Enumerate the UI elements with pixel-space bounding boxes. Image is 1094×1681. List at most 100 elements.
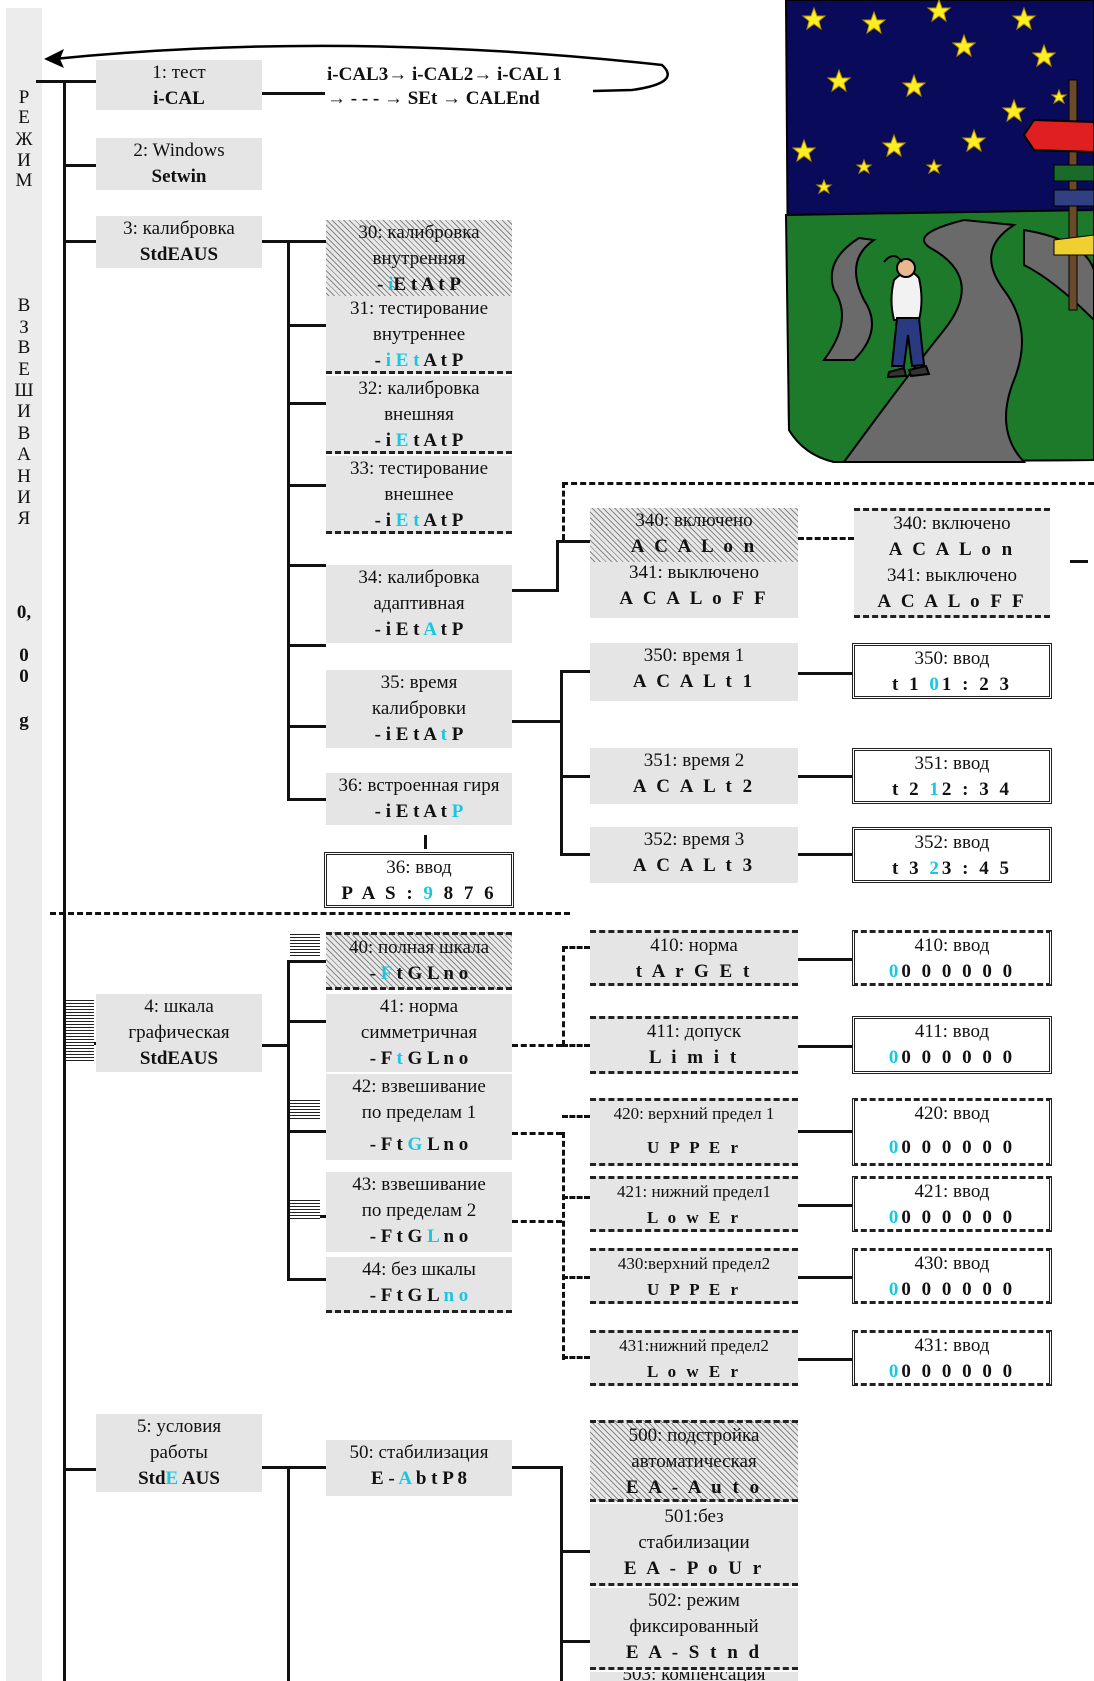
code-highlight: L — [427, 1226, 439, 1247]
input-label: 350: ввод — [914, 648, 990, 669]
limit-431-lower-2[interactable]: 431:нижний предел2 L o w E r — [590, 1330, 798, 1386]
menu-label: 1: тест — [152, 62, 206, 83]
cal-label: 32: калибровка — [358, 378, 480, 399]
code-part: 3 : 4 5 — [941, 858, 1012, 879]
stab-50[interactable]: 50: стабилизация E - A b t P 8 — [326, 1440, 512, 1496]
time-350-input[interactable]: 350: ввод t 1 01 : 2 3 — [852, 643, 1052, 699]
cycle-sequence-line2: → - - - → SEt → CALEnd — [327, 88, 540, 109]
limit-code: L i m i t — [648, 1047, 740, 1068]
limit-430-input[interactable]: 430: ввод 00 0 0 0 0 0 — [852, 1248, 1052, 1304]
menu-5-operating-conditions[interactable]: 5: условия работы StdE AUS — [96, 1414, 262, 1492]
cal-label: 33: тестирование — [349, 458, 489, 479]
scale-43-limits-2[interactable]: 43: взвешивание по пределам 2 - F t G L … — [326, 1172, 512, 1252]
cal-30-internal[interactable]: 30: калибровка внутренняя - iE t A t P — [326, 220, 512, 298]
connector — [560, 1550, 590, 1553]
cal-32-external[interactable]: 32: калибровка внешняя - i E t A t P — [326, 376, 512, 454]
code-part: 0 0 0 0 0 0 — [901, 1207, 1016, 1228]
input-value: 00 0 0 0 0 0 — [855, 1205, 1049, 1231]
cal-36-builtin-weight[interactable]: 36: встроенная гиря - i E t A t P — [326, 773, 512, 825]
time-352-input[interactable]: 352: ввод t 3 23 : 4 5 — [852, 827, 1052, 883]
connector — [424, 835, 427, 849]
cal-35-time[interactable]: 35: время калибровки - i E t A t P — [326, 670, 512, 748]
dashed-connector — [562, 946, 565, 1046]
acal-on-label: 340: включено — [635, 510, 753, 531]
limit-430-upper-2[interactable]: 430:верхний предел2 U P P E r — [590, 1248, 798, 1304]
code-part: - F t G L — [369, 1285, 444, 1306]
code-part: - F — [369, 1048, 397, 1069]
limit-code: U P P E r — [646, 1138, 742, 1157]
code-highlight: P — [451, 801, 464, 822]
sidebar-letter: Ш — [14, 380, 34, 401]
code-part: - — [369, 963, 381, 984]
limit-code: U P P E r — [646, 1280, 742, 1299]
cal-33-external-test[interactable]: 33: тестирование внешнее - i E t A t P — [326, 456, 512, 534]
connector — [287, 798, 326, 801]
acal-off-code: A C A L o F F — [877, 591, 1027, 612]
limit-411-input[interactable]: 411: ввод 00 0 0 0 0 0 — [852, 1016, 1052, 1074]
cal-31-internal-test[interactable]: 31: тестирование внутреннее - i E t A t … — [326, 296, 512, 374]
acal-mode-selection[interactable]: 340: включено A C A L o n 341: выключено… — [854, 508, 1050, 618]
code-highlight: 0 — [888, 1361, 902, 1382]
menu-1-test[interactable]: 1: тест i-CAL — [96, 60, 262, 110]
time-350[interactable]: 350: время 1 A C A L t 1 — [590, 643, 798, 701]
connector — [287, 484, 326, 487]
dashed-connector — [562, 1115, 590, 1118]
code-highlight: 0 — [888, 1207, 902, 1228]
connector — [798, 1204, 854, 1207]
stripe-marker — [66, 1000, 94, 1062]
limit-421-input[interactable]: 421: ввод 00 0 0 0 0 0 — [852, 1176, 1052, 1232]
stab-label: 50: стабилизация — [349, 1442, 489, 1463]
limit-420-input[interactable]: 420: ввод 00 0 0 0 0 0 — [852, 1098, 1052, 1166]
limit-code: L o w E r — [646, 1208, 742, 1227]
menu-2-windows[interactable]: 2: Windows Setwin — [96, 138, 262, 190]
cal-label: калибровки — [371, 698, 467, 719]
limit-410-input[interactable]: 410: ввод 00 0 0 0 0 0 — [852, 930, 1052, 986]
connector — [556, 540, 590, 543]
input-value: 00 0 0 0 0 0 — [855, 1135, 1049, 1161]
scale-44-none[interactable]: 44: без шкалы - F t G L n o — [326, 1257, 512, 1313]
stab-option-label: 501:без — [664, 1506, 724, 1527]
limit-420-upper-1[interactable]: 420: верхний предел 1 U P P E r — [590, 1098, 798, 1166]
stab-501-none[interactable]: 501:без стабилизации E A - P o U r — [590, 1504, 798, 1586]
time-351[interactable]: 351: время 2 A C A L t 2 — [590, 748, 798, 804]
scale-41-symmetric[interactable]: 41: норма симметричная - F t G L n o — [326, 994, 512, 1072]
connector — [560, 775, 590, 778]
cal-label: 30: калибровка — [358, 222, 480, 243]
code-highlight: F — [380, 963, 392, 984]
limit-411-tolerance[interactable]: 411: допуск L i m i t — [590, 1016, 798, 1074]
menu-3-calibration[interactable]: 3: калибровка StdEAUS — [96, 216, 262, 268]
code-highlight: t — [396, 1048, 403, 1069]
scale-label: 42: взвешивание — [352, 1076, 486, 1097]
code-highlight: n o — [443, 1285, 469, 1306]
time-352[interactable]: 352: время 3 A C A L t 3 — [590, 827, 798, 883]
menu-code: i-CAL — [153, 88, 205, 109]
menu-4-graphic-scale[interactable]: 4: шкала графическая StdEAUS — [96, 994, 262, 1072]
code-part: t P — [435, 619, 464, 640]
dashed-connector — [562, 1276, 590, 1279]
code-part: t G L n o — [391, 963, 469, 984]
code-part: - — [374, 350, 386, 371]
pas-input[interactable]: 36: ввод P A S : 9 8 7 6 — [324, 852, 514, 908]
acal-mode-group[interactable]: 340: включено A C A L o n 341: выключено… — [590, 508, 798, 618]
time-351-input[interactable]: 351: ввод t 2 12 : 3 4 — [852, 748, 1052, 804]
limit-410-target[interactable]: 410: норма t A r G E t — [590, 930, 798, 986]
cal-34-adaptive[interactable]: 34: калибровка адаптивная - i E t A t P — [326, 565, 512, 643]
code-part: G L n o — [402, 1048, 469, 1069]
connector — [287, 960, 326, 963]
cal-label: адаптивная — [373, 593, 465, 614]
limit-421-lower-1[interactable]: 421: нижний предел1 L o w E r — [590, 1176, 798, 1232]
code-part: - i — [374, 510, 396, 531]
dashed-connector — [562, 1132, 565, 1360]
code-part: n o — [438, 1226, 469, 1247]
scale-40-full[interactable]: 40: полная шкала - F t G L n o — [326, 932, 512, 990]
stab-502-fixed[interactable]: 502: режим фиксированный E A - S t n d — [590, 1588, 798, 1670]
code-part: 0 0 0 0 0 0 — [901, 1361, 1016, 1382]
acal-on-code: A C A L o n — [630, 536, 758, 557]
code-highlight: 0 — [929, 674, 942, 695]
stab-503-compensation[interactable]: 503: компенсация — [590, 1672, 798, 1681]
limit-431-input[interactable]: 431: ввод 00 0 0 0 0 0 — [852, 1330, 1052, 1386]
stab-500-auto[interactable]: 500: подстройка автоматическая E A - A u… — [590, 1420, 798, 1502]
sidebar-letter: И — [17, 150, 31, 171]
connector — [63, 164, 96, 167]
scale-42-limits-1[interactable]: 42: взвешивание по пределам 1 - F t G L … — [326, 1074, 512, 1160]
